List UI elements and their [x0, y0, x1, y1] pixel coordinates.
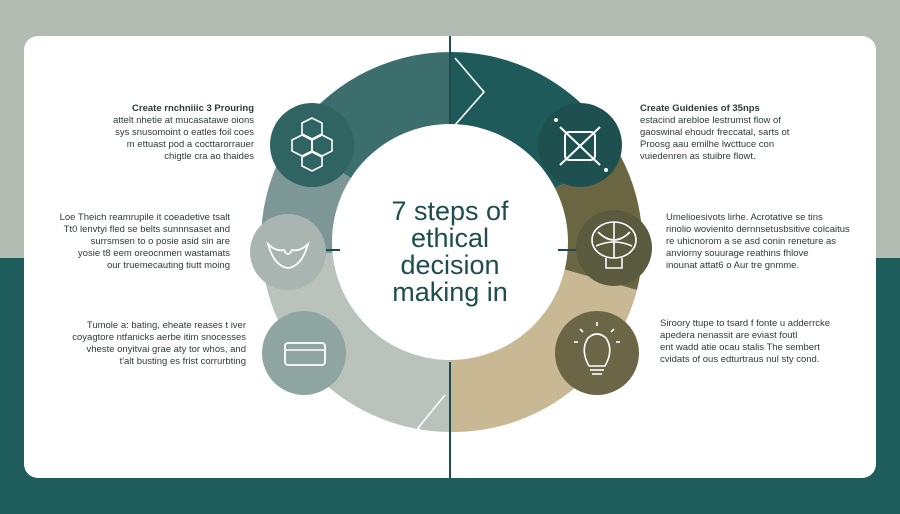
lightbulb-icon	[555, 311, 639, 395]
cubes-icon	[270, 103, 354, 187]
brain-icon	[576, 210, 652, 286]
left-block-3-line-2: coyagtore ntfanicks aerbe itim snocesses	[72, 332, 246, 343]
right-block-1-heading: Create Guidenies of 35nps	[640, 103, 760, 114]
center-title-line-4: making in	[392, 277, 508, 307]
left-block-2-line-1: Loe Theich reamrupile it coeadetive tsal…	[59, 212, 230, 223]
left-block-3-line-3: vheste onyitvai grae aty tor whos, and	[86, 344, 246, 355]
right-block-1-line-1: estacind arebloe lestrumst flow of	[640, 115, 781, 126]
right-block-3-line-4: cvidats of ous edturtraus nul sty cond.	[660, 354, 820, 365]
left-text-block-2: Loe Theich reamrupile it coeadetive tsal…	[40, 212, 230, 272]
right-block-2-line-4: anviorny souurage reathins fhlove	[666, 248, 809, 259]
left-block-1-line-2: sys snusomoint o eatles foil coes	[115, 127, 254, 138]
left-block-1-line-3: m ettuast pod a cocttarorrauer	[126, 139, 254, 150]
right-block-1-line-4: vuiedenren as stuibre flowt.	[640, 151, 756, 162]
right-text-block-3: Siroory ttupe to tsard f fonte u adderrc…	[660, 318, 866, 366]
center-title: 7 steps of ethical decision making in	[350, 198, 550, 306]
right-text-block-2: Umelioesivots lirhe. Acrotative se tins …	[666, 212, 866, 272]
right-block-1-line-3: Proosg aau emilhe lwcttuce con	[640, 139, 775, 150]
hands-icon	[250, 214, 326, 290]
left-text-block-1: Create rnchniiic 3 Prouring attelt nheti…	[58, 103, 254, 163]
center-title-line-1: 7 steps of	[391, 196, 509, 226]
left-block-2-line-3: surrsmsen to o posie asid sin are	[90, 236, 230, 247]
arrow-top-icon	[454, 57, 486, 126]
right-block-2-line-3: re uhicnorom a se asd conin reneture as	[666, 236, 837, 247]
left-block-1-heading: Create rnchniiic 3 Prouring	[132, 103, 254, 114]
right-block-3-line-3: ent wadd atie ocau stalis The sembert	[660, 342, 820, 353]
right-text-block-1: Create Guidenies of 35nps estacind arebl…	[640, 103, 850, 163]
right-block-1-line-2: gaoswinal ehoudr freccatal, sarts ot	[640, 127, 790, 138]
left-block-2-line-5: our truemecauting tiutt moing	[106, 260, 230, 271]
left-block-3-line-4: t'alt busting es frist corrurbting	[119, 356, 246, 367]
left-block-1-line-4: chigtle cra ao thaides	[164, 151, 254, 162]
left-block-3-line-1: Tumole a: bating, eheate reases t iver	[86, 320, 246, 331]
right-block-2-line-1: Umelioesivots lirhe. Acrotative se tins	[666, 212, 823, 223]
left-block-1-line-1: attelt nhetie at mucasatawe oions	[112, 115, 254, 126]
right-block-3-line-2: apedera nenassit are eviast foutl	[660, 330, 798, 341]
ring-segment-right-lower	[450, 262, 637, 433]
card-icon	[262, 311, 346, 395]
ring-segment-left-lower	[262, 250, 450, 432]
right-block-2-line-5: inounat attat6 o Aur tre gnmme.	[666, 260, 800, 271]
right-block-3-line-1: Siroory ttupe to tsard f fonte u adderrc…	[660, 318, 831, 329]
left-block-2-line-2: Tt0 lenvtyi fled se belts sunnnsaset and	[63, 224, 230, 235]
center-circle	[332, 124, 568, 360]
arrow-bottom-icon	[416, 394, 446, 461]
ring	[261, 51, 643, 433]
right-block-2-line-2: rinolio wovienito dernnsetusbsitive colc…	[666, 224, 850, 235]
puzzle-x-icon	[538, 103, 622, 187]
center-title-line-2: ethical	[410, 223, 490, 253]
left-block-2-line-4: yosie t8 eem oreocnmen wastamats	[77, 248, 230, 259]
left-text-block-3: Tumole a: bating, eheate reases t iver c…	[40, 320, 246, 368]
center-title-line-3: decision	[400, 250, 500, 280]
